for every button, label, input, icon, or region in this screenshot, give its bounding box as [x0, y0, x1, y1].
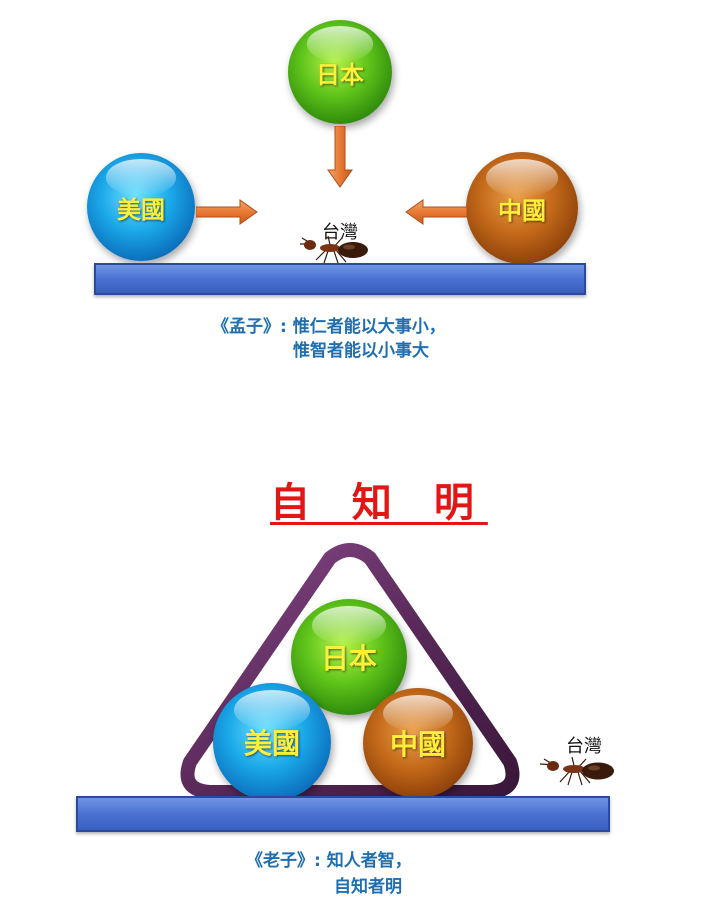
top-platform-bar: [94, 263, 586, 295]
japan-label-top: 日本: [316, 60, 364, 89]
laozi-quote-line1: 《老子》: 知人者智，: [246, 851, 412, 871]
ant-icon: [300, 235, 368, 264]
mencius-quote-line1: 《孟子》: 惟仁者能以大事小，: [212, 317, 446, 337]
china-ball-bottom: 中國: [363, 688, 473, 798]
taiwan-label-top: 台灣: [322, 222, 358, 243]
arrow-right-icon: [196, 199, 258, 225]
usa-ball-bottom: 美國: [213, 683, 331, 801]
usa-label-top: 美國: [117, 195, 165, 224]
japan-label-bottom: 日本: [320, 642, 377, 675]
ant-icon: [540, 756, 614, 786]
china-label-top: 中國: [498, 196, 546, 225]
arrow-down-icon: [327, 126, 353, 188]
page-title: 自 知 明: [270, 480, 488, 526]
billiard-rack-icon: [180, 543, 520, 799]
china-ball-top: 中國: [466, 152, 578, 264]
usa-ball-top: 美國: [87, 153, 195, 261]
arrow-left-icon: [405, 199, 467, 225]
usa-label-bottom: 美國: [243, 727, 300, 760]
bottom-platform-bar: [76, 796, 610, 832]
china-label-bottom: 中國: [389, 728, 446, 761]
japan-ball-top: 日本: [288, 20, 392, 124]
taiwan-label-bottom: 台灣: [566, 736, 602, 757]
laozi-quote-line2: 自知者明: [334, 877, 402, 897]
mencius-quote-line2: 惟智者能以小事大: [293, 341, 429, 361]
